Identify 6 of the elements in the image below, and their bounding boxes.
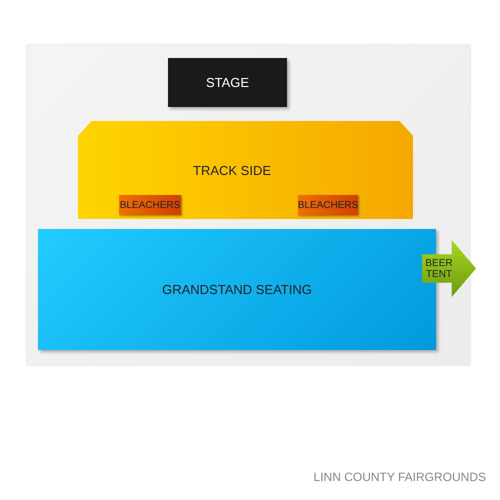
seating-block: BLEACHERS xyxy=(298,195,358,215)
seating-block: BLEACHERS xyxy=(119,195,181,215)
venue-caption: LINN COUNTY FAIRGROUNDS xyxy=(312,470,486,484)
stage-block: STAGE xyxy=(168,58,287,107)
seating-section xyxy=(78,121,413,219)
section-label: TRACK SIDE xyxy=(193,163,272,178)
